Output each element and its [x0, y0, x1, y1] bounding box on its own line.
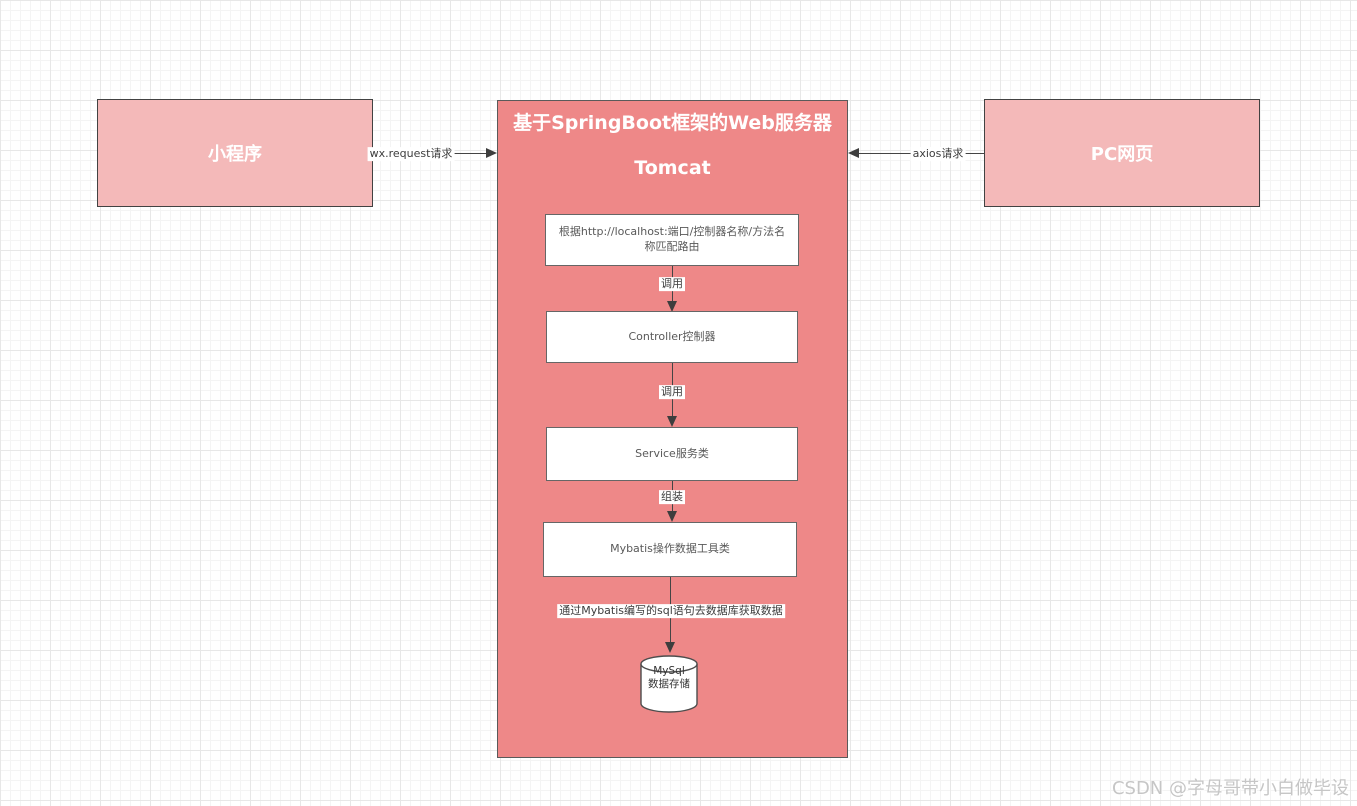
- mini-program-box: 小程序: [97, 99, 373, 207]
- server-title: 基于SpringBoot框架的Web服务器: [513, 112, 832, 134]
- mini-program-label: 小程序: [208, 144, 262, 165]
- sql-arrowhead-icon: [665, 642, 675, 653]
- database-cylinder-icon: [640, 655, 698, 713]
- axios-edge-label: axios请求: [910, 147, 966, 161]
- sql-arrow-label: 通过Mybatis编写的sql语句去数据库获取数据: [557, 604, 785, 618]
- route-node-label: 根据http://localhost:端口/控制器名称/方法名称匹配路由: [558, 225, 786, 253]
- database-desc-label: 数据存储: [648, 678, 690, 690]
- wx-request-edge-label: wx.request请求: [367, 147, 455, 161]
- call-arrow-1-label: 调用: [659, 277, 685, 291]
- service-node: Service服务类: [546, 427, 798, 481]
- axios-arrowhead-icon: [848, 148, 859, 158]
- pc-web-label: PC网页: [1090, 144, 1154, 165]
- mybatis-node-label: Mybatis操作数据工具类: [610, 542, 730, 556]
- call-arrow-2-arrowhead-icon: [667, 416, 677, 427]
- server-subtitle: Tomcat: [634, 157, 711, 179]
- assemble-arrow-label: 组装: [659, 490, 685, 504]
- controller-node: Controller控制器: [546, 311, 798, 363]
- wx-request-arrowhead-icon: [486, 148, 497, 158]
- mybatis-node: Mybatis操作数据工具类: [543, 522, 797, 577]
- call-arrow-2-label: 调用: [659, 385, 685, 399]
- service-node-label: Service服务类: [635, 446, 709, 460]
- mysql-database-cylinder: MySql 数据存储: [640, 655, 698, 713]
- csdn-watermark: CSDN @字母哥带小白做毕设: [1111, 778, 1349, 799]
- database-name-label: MySql: [653, 665, 685, 677]
- pc-web-box: PC网页: [984, 99, 1260, 207]
- call-arrow-1-arrowhead-icon: [667, 301, 677, 312]
- controller-node-label: Controller控制器: [628, 329, 716, 343]
- route-node: 根据http://localhost:端口/控制器名称/方法名称匹配路由: [545, 214, 799, 266]
- assemble-arrowhead-icon: [667, 511, 677, 522]
